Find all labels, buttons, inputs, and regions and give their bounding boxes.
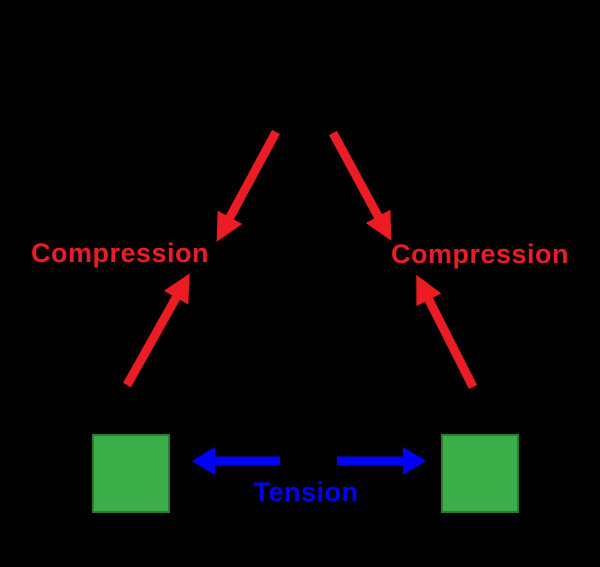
support-block-left — [92, 434, 170, 513]
support-block-right — [441, 434, 519, 513]
compression-arrow-apex-left — [216, 129, 280, 242]
tension-label: Tension — [253, 477, 358, 507]
compression-arrow-support-right — [416, 274, 478, 390]
compression-arrow-apex-right — [329, 130, 392, 241]
compression-label-right: Compression — [391, 239, 569, 269]
compression-arrow-support-left — [123, 273, 190, 388]
compression-label-left: Compression — [31, 238, 209, 268]
